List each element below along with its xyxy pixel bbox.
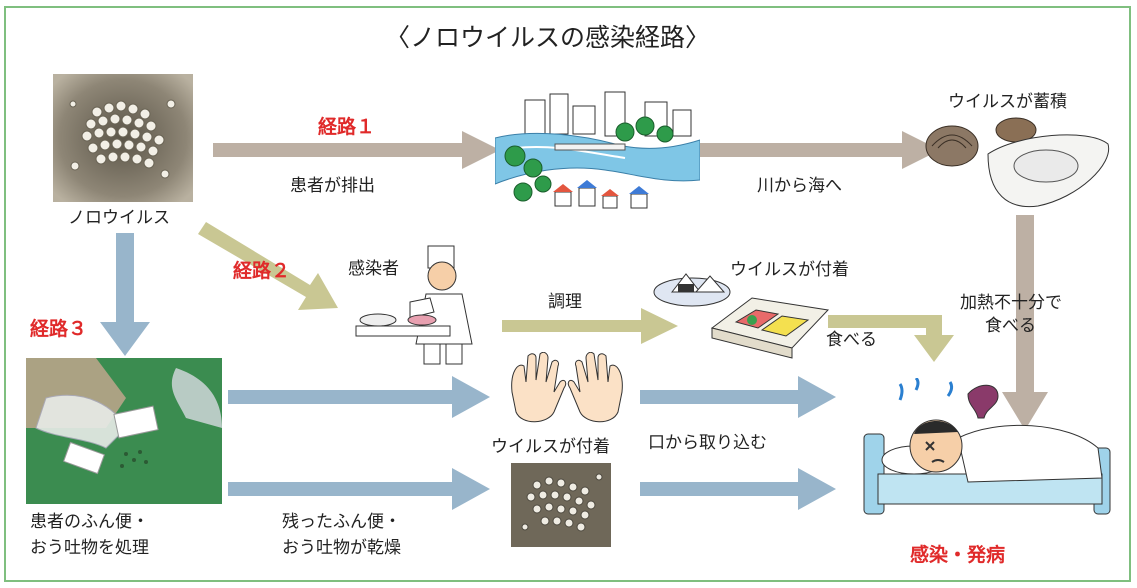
label-virus-attach-hands: ウイルスが付着 xyxy=(491,437,610,457)
label-patient-excrete: 患者が排出 xyxy=(290,176,375,196)
label-cooking: 調理 xyxy=(548,292,582,312)
label-virus-attach-food: ウイルスが付着 xyxy=(730,260,849,280)
virus-photo-small xyxy=(511,463,611,547)
cook-illustration xyxy=(350,242,500,370)
label-insufficient-heat-2: 食べる xyxy=(985,316,1036,336)
label-eat: 食べる xyxy=(826,330,877,350)
hands-illustration xyxy=(502,352,632,432)
label-virus-accumulate: ウイルスが蓄積 xyxy=(948,92,1067,112)
label-insufficient-heat-1: 加熱不十分で xyxy=(960,293,1062,313)
label-river-to-sea: 川から海へ xyxy=(757,176,842,196)
label-dried-1: 残ったふん便・ xyxy=(282,512,401,532)
label-result: 感染・発病 xyxy=(910,544,1006,566)
label-handle-1: 患者のふん便・ xyxy=(30,512,149,532)
river-town-illustration xyxy=(495,88,700,228)
bento-rice-illustration xyxy=(652,270,832,360)
page-title: 〈ノロウイルスの感染経路〉 xyxy=(385,23,711,52)
label-route-1: 経路１ xyxy=(318,116,376,138)
sick-person-bed-illustration xyxy=(848,378,1118,528)
label-norovirus: ノロウイルス xyxy=(68,208,170,228)
glove-cleaning-photo xyxy=(26,358,222,504)
shellfish-oyster-illustration xyxy=(918,114,1118,214)
label-handle-2: おう吐物を処理 xyxy=(30,538,149,558)
virus-photo xyxy=(53,74,193,202)
label-route-2: 経路２ xyxy=(233,260,291,282)
label-infected-person: 感染者 xyxy=(348,259,399,279)
label-dried-2: おう吐物が乾燥 xyxy=(282,538,401,558)
label-into-mouth: 口から取り込む xyxy=(648,433,767,453)
label-route-3: 経路３ xyxy=(30,318,88,340)
diagram-frame xyxy=(4,6,1131,582)
